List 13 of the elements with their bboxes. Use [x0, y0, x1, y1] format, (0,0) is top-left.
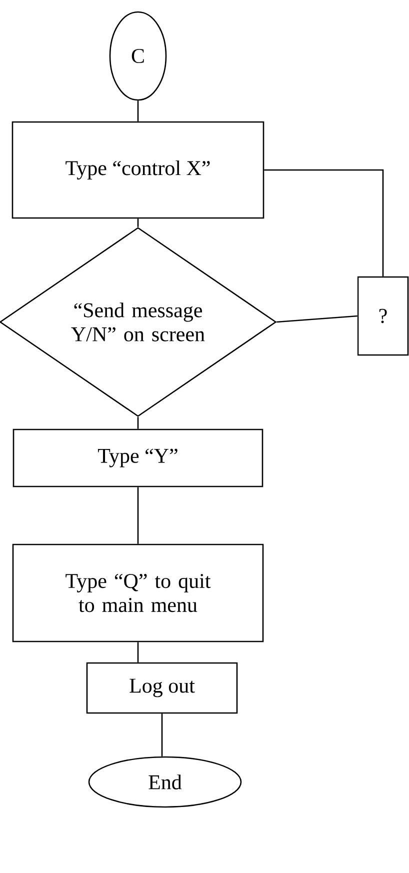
connector-line [137, 100, 139, 122]
process-box: Type “Y” [12, 428, 264, 488]
connector-line [264, 169, 384, 276]
process-box: ? [357, 276, 409, 356]
connector-line [137, 417, 139, 429]
connector-line [137, 487, 139, 544]
connector-line [161, 714, 163, 756]
process-box: Type “control X” [12, 121, 264, 219]
connector-line [137, 218, 139, 227]
process-box: Type “Q” to quit to main menu [12, 544, 264, 642]
connector-line [276, 315, 358, 323]
connector-line [137, 642, 139, 662]
process-box: Log out [86, 662, 238, 714]
